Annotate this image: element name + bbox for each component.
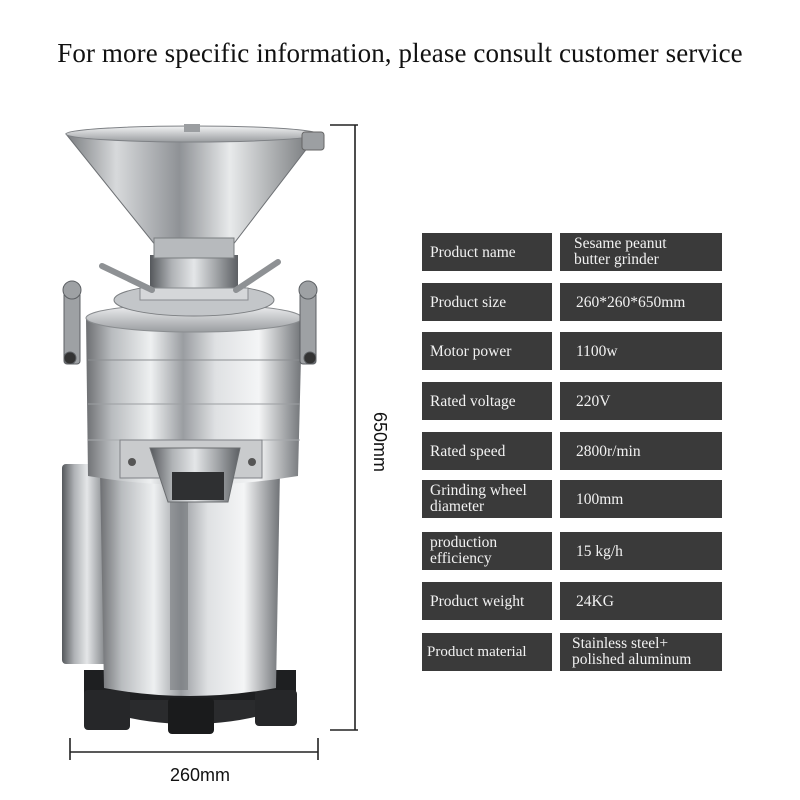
headline: For more specific information, please co… bbox=[57, 38, 743, 68]
spec-value-line1: Sesame peanut bbox=[574, 235, 667, 252]
spec-value-line2: butter grinder bbox=[574, 251, 659, 268]
spec-row-product-name: Product name Sesame peanut butter grinde… bbox=[422, 233, 722, 271]
spec-value: 100mm bbox=[560, 480, 722, 518]
spec-row-product-material: Product material Stainless steel+ polish… bbox=[422, 633, 722, 671]
spec-label: Grinding wheel diameter bbox=[422, 480, 552, 518]
lower-body bbox=[100, 470, 280, 696]
spec-row-product-weight: Product weight 24KG bbox=[422, 582, 722, 620]
spec-label: Product weight bbox=[422, 582, 552, 620]
spec-label: production efficiency bbox=[422, 532, 552, 570]
spec-value-line1: Stainless steel+ bbox=[572, 635, 669, 652]
spec-label-line1: production bbox=[430, 534, 498, 551]
spec-row-production-efficiency: production efficiency 15 kg/h bbox=[422, 532, 722, 570]
spec-label-line2: diameter bbox=[430, 498, 485, 515]
side-guard bbox=[62, 464, 112, 664]
spec-value: Stainless steel+ polished aluminum bbox=[560, 633, 722, 671]
spec-label-line2: efficiency bbox=[430, 550, 492, 567]
spec-value: 260*260*650mm bbox=[560, 283, 722, 321]
spec-row-rated-speed: Rated speed 2800r/min bbox=[422, 432, 722, 470]
spec-value: 2800r/min bbox=[560, 432, 722, 470]
spec-label: Product material bbox=[422, 633, 552, 671]
adjustment-collar bbox=[99, 255, 281, 317]
width-dimension-line bbox=[69, 738, 319, 760]
spec-value-line2: polished aluminum bbox=[572, 651, 692, 668]
spec-label: Product size bbox=[422, 283, 552, 321]
spec-label-line1: Grinding wheel bbox=[430, 482, 527, 499]
spec-value: 1100w bbox=[560, 332, 722, 370]
spec-label: Rated speed bbox=[422, 432, 552, 470]
spec-label: Motor power bbox=[422, 332, 552, 370]
spec-value: 24KG bbox=[560, 582, 722, 620]
spec-row-motor-power: Motor power 1100w bbox=[422, 332, 722, 370]
spec-label: Product name bbox=[422, 233, 552, 271]
spec-value: 220V bbox=[560, 382, 722, 420]
spec-row-rated-voltage: Rated voltage 220V bbox=[422, 382, 722, 420]
height-dimension-label: 650mm bbox=[370, 411, 390, 473]
spec-row-product-size: Product size 260*260*650mm bbox=[422, 283, 722, 321]
discharge-spout bbox=[119, 439, 263, 503]
spec-label: Rated voltage bbox=[422, 382, 552, 420]
height-dimension-line bbox=[330, 124, 358, 731]
spec-value: Sesame peanut butter grinder bbox=[560, 233, 722, 271]
side-clamps bbox=[62, 280, 318, 365]
spec-value: 15 kg/h bbox=[560, 532, 722, 570]
spec-row-grinding-wheel-diameter: Grinding wheel diameter 100mm bbox=[422, 480, 722, 518]
width-dimension-label: 260mm bbox=[169, 765, 231, 785]
hopper-funnel bbox=[64, 124, 325, 259]
